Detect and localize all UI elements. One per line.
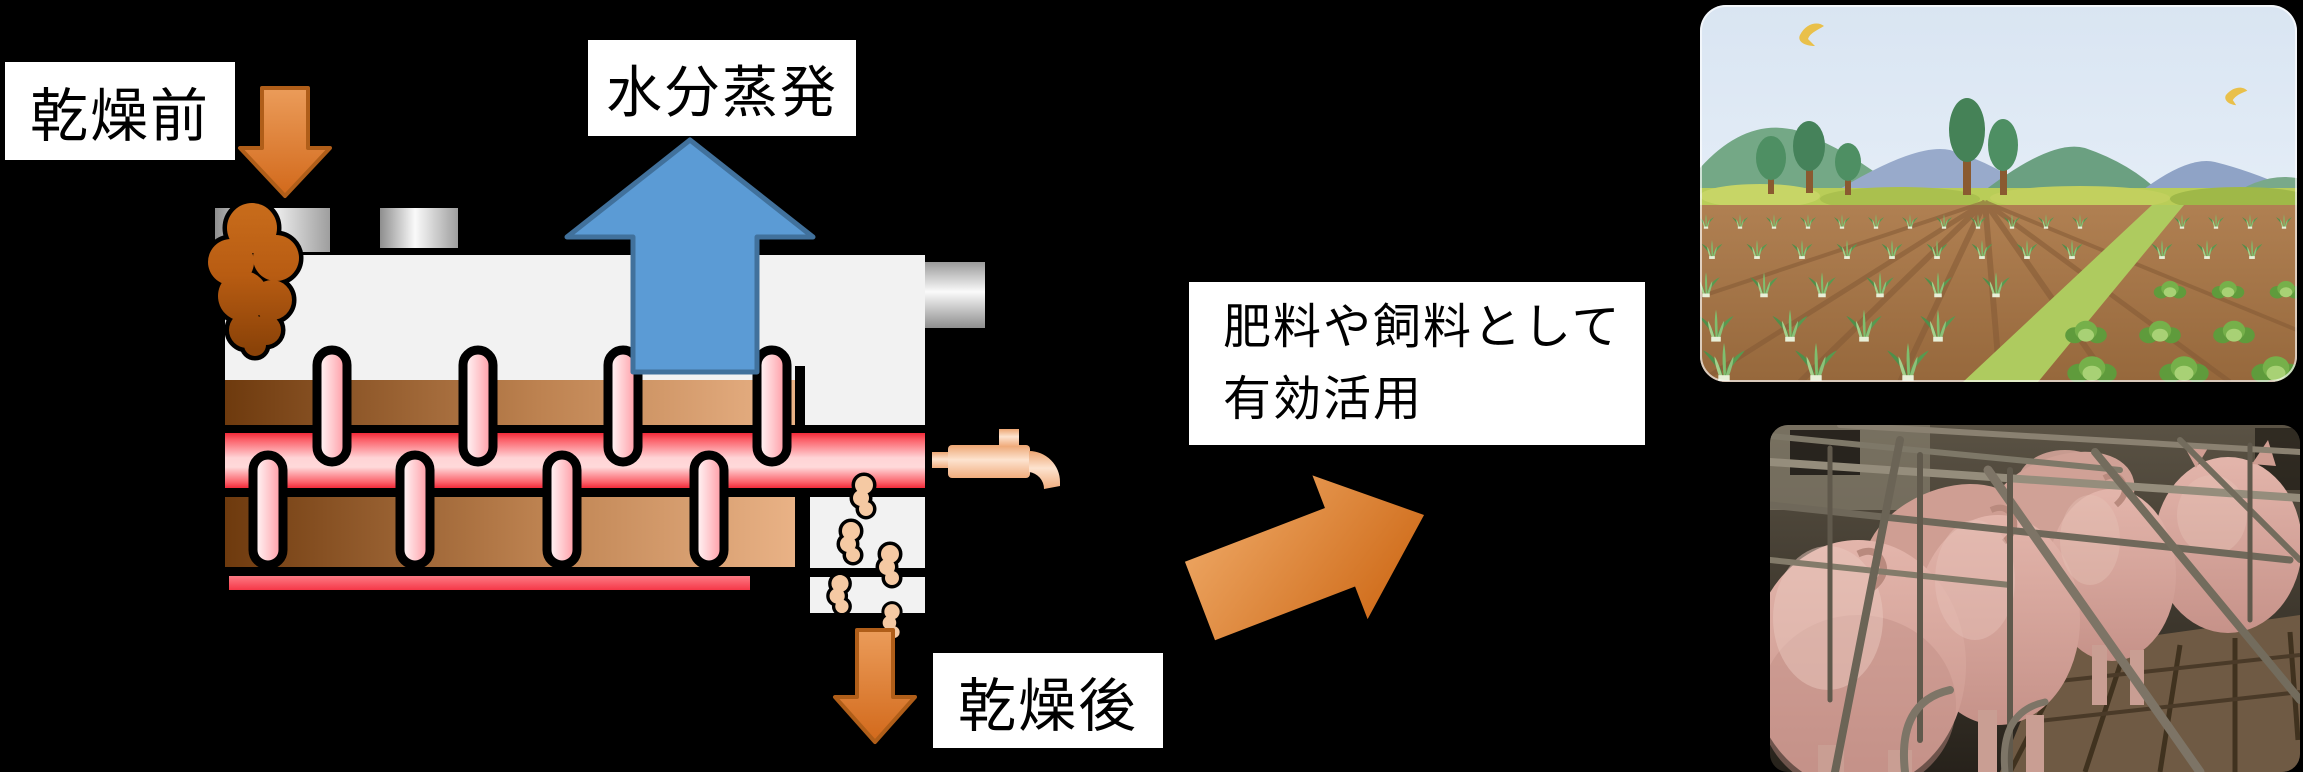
down-arrow-after-icon <box>833 628 917 744</box>
tree-icon <box>1756 98 2018 195</box>
dryer-machine <box>215 208 1060 613</box>
outlet-faucet-icon <box>932 429 1060 489</box>
label-after-drying: 乾燥後 <box>933 653 1163 748</box>
inlet-sludge-blob <box>203 198 304 361</box>
conveyor-upper <box>225 380 795 425</box>
heater-strip <box>229 576 750 590</box>
label-water-evaporation: 水分蒸発 <box>588 40 856 136</box>
up-arrow-evaporation-icon <box>564 137 816 375</box>
paddle-row-lower <box>248 450 729 570</box>
label-before-drying: 乾燥前 <box>5 62 235 160</box>
partition-wall <box>795 366 805 425</box>
label-effective-use-line2: 有効活用 <box>1223 372 1424 426</box>
farm-field-illustration <box>1700 5 2297 382</box>
flow-arrow-right-icon <box>1184 475 1425 641</box>
label-effective-use-line1: 肥料や飼料として <box>1223 300 1622 354</box>
down-arrow-before-icon <box>238 86 332 198</box>
bird-icon <box>1799 23 2248 106</box>
pig-farm-photo <box>1770 425 2300 772</box>
vent-icon <box>925 262 985 328</box>
paddle-row-upper <box>312 345 792 467</box>
label-effective-use: 肥料や飼料として 有効活用 <box>1189 282 1645 445</box>
vent-icon <box>380 208 458 248</box>
stall-bars <box>1770 425 2300 772</box>
